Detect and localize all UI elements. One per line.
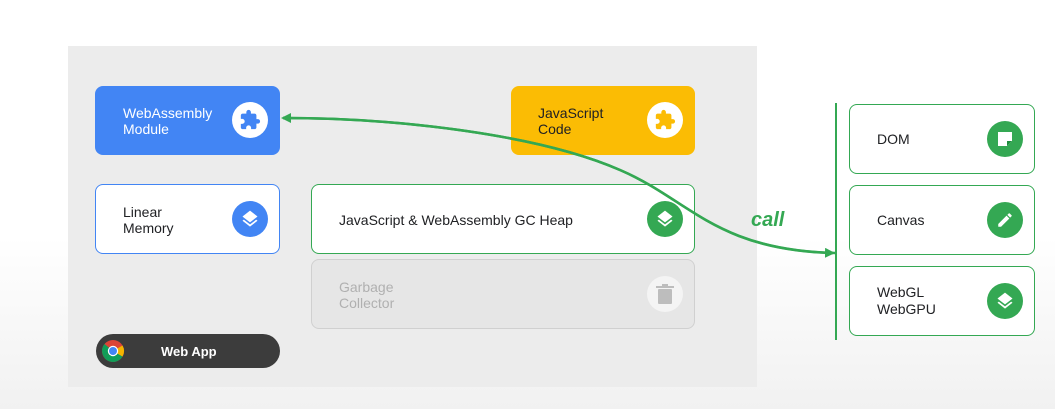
javascript-code-box: JavaScript Code	[511, 86, 695, 155]
gc-heap-box: JavaScript & WebAssembly GC Heap	[311, 184, 695, 254]
layers-icon	[232, 201, 268, 237]
webassembly-module-label: WebAssembly Module	[123, 105, 213, 137]
webassembly-module-box: WebAssembly Module	[95, 86, 280, 155]
linear-memory-box: Linear Memory	[95, 184, 280, 254]
web-app-label: Web App	[161, 344, 217, 359]
webgl-webgpu-api-box: WebGL WebGPU	[849, 266, 1035, 336]
canvas-api-box: Canvas	[849, 185, 1035, 255]
webgl-webgpu-label: WebGL WebGPU	[877, 284, 936, 317]
puzzle-icon	[232, 102, 268, 138]
chrome-icon	[102, 340, 124, 362]
note-icon	[987, 121, 1023, 157]
linear-memory-label: Linear Memory	[123, 204, 174, 236]
pencil-icon	[987, 202, 1023, 238]
api-divider	[835, 103, 837, 340]
garbage-collector-box: Garbage Collector	[311, 259, 695, 329]
canvas-label: Canvas	[877, 212, 925, 228]
trash-icon	[647, 276, 683, 312]
dom-label: DOM	[877, 131, 910, 147]
layers-icon	[647, 201, 683, 237]
layers-icon	[987, 283, 1023, 319]
puzzle-icon	[647, 102, 683, 138]
gc-heap-label: JavaScript & WebAssembly GC Heap	[339, 212, 573, 228]
dom-api-box: DOM	[849, 104, 1035, 174]
garbage-collector-label: Garbage Collector	[339, 279, 395, 311]
call-label: call	[751, 209, 785, 231]
javascript-code-label: JavaScript Code	[538, 105, 604, 137]
web-app-pill: Web App	[96, 334, 280, 368]
